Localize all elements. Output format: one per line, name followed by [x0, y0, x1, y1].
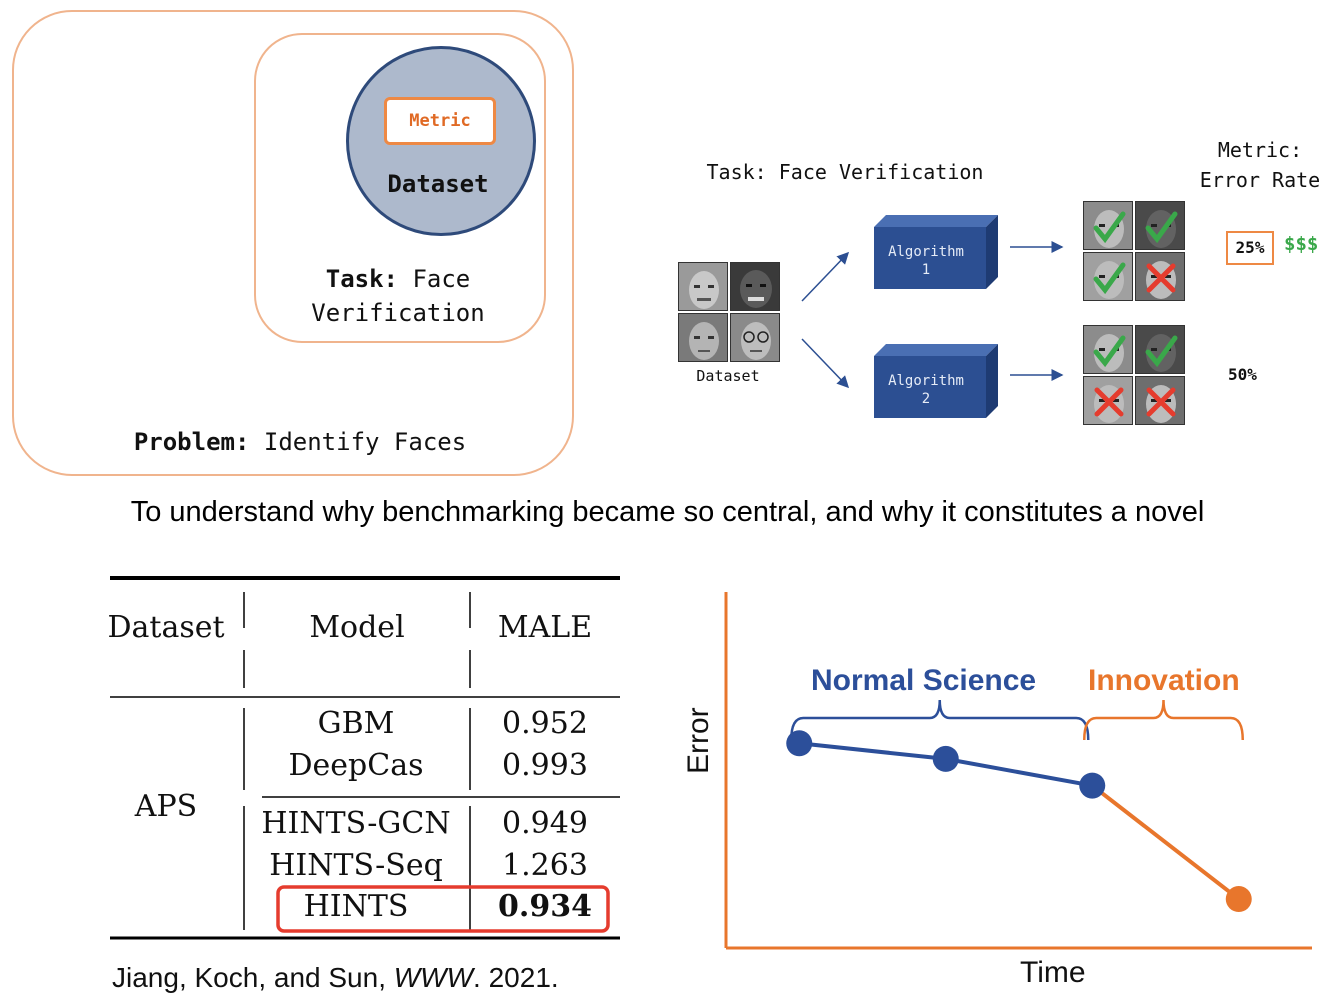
table-header-model: Model: [309, 610, 405, 645]
pipeline-metric-title: Metric: Error Rate: [1180, 135, 1335, 195]
annotation-normal-science: Normal Science: [811, 664, 1037, 697]
table-cell-model: DeepCas: [288, 748, 424, 783]
pipeline-task-title: Task: Face Verification: [706, 160, 984, 184]
data-point: [786, 730, 813, 757]
check-icon: [1093, 262, 1126, 295]
table-cell-male: 0.949: [502, 806, 588, 841]
face-image: [1083, 252, 1133, 301]
dataset-caption: Dataset: [696, 367, 760, 385]
arrow-to-algorithm2: [801, 338, 850, 389]
x-axis-label: Time: [1020, 956, 1086, 989]
check-icon: [1145, 335, 1178, 368]
annotation-brace: [790, 699, 1090, 741]
problem-container: [12, 10, 574, 476]
citation-authors: Jiang, Koch, and Sun,: [112, 962, 394, 993]
task-label: Task: Face Verification: [311, 265, 485, 327]
table-cell-male-highlighted: 0.934: [498, 889, 592, 924]
face-image: [1135, 325, 1185, 374]
algorithm1-label: Algorithm 1: [874, 243, 978, 279]
cross-icon: [1094, 387, 1124, 417]
data-point: [1079, 772, 1106, 799]
check-icon: [1145, 211, 1178, 244]
face-image: [678, 313, 728, 362]
citation-year: . 2021.: [473, 962, 559, 993]
series-line-1: [1091, 783, 1240, 901]
table-cell-male: 0.993: [502, 748, 588, 783]
algorithm1-label-line1: Algorithm: [888, 244, 964, 260]
algorithm2-label-line2: 2: [921, 391, 931, 407]
task-prefix: Task:: [325, 265, 398, 293]
table-cell-dataset: APS: [134, 789, 198, 824]
table-header-dataset: Dataset: [107, 610, 225, 645]
face-image: [1083, 376, 1133, 425]
result1-reward: $$$: [1284, 233, 1319, 255]
table-cell-model: HINTS-GCN: [261, 806, 451, 841]
pipeline-arrows: [801, 241, 1064, 389]
algorithm1-label-line2: 1: [921, 262, 931, 278]
dataset-label: Dataset: [387, 170, 489, 198]
results2-grid: [1083, 325, 1187, 427]
algorithm2-label: Algorithm 2: [874, 372, 978, 408]
check-icon: [1093, 211, 1126, 244]
table-cell-model: GBM: [317, 706, 395, 741]
algorithm1-block: Algorithm 1: [874, 215, 998, 289]
intro-sentence: To understand why benchmarking became so…: [130, 496, 1205, 528]
table-cell-male: 0.952: [502, 706, 588, 741]
cross-icon: [1146, 263, 1176, 293]
citation: Jiang, Koch, and Sun, WWW. 2021.: [112, 962, 559, 994]
results1-grid: [1083, 201, 1187, 303]
arrow-to-algorithm1: [801, 251, 850, 302]
problem-prefix: Problem:: [133, 428, 250, 456]
table-cell-male: 1.263: [502, 848, 588, 883]
face-image: [678, 262, 728, 311]
face-image: [1135, 376, 1185, 425]
face-image: [1135, 252, 1185, 301]
result1-error-rate: 25%: [1226, 231, 1274, 265]
metric-title-line2: Error Rate: [1199, 168, 1321, 192]
check-icon: [1093, 335, 1126, 368]
data-point: [932, 745, 959, 772]
problem-label: Problem: Identify Faces: [60, 428, 540, 456]
task-line2: Verification: [311, 299, 485, 327]
cross-icon: [1146, 387, 1176, 417]
face-image: [1135, 201, 1185, 250]
annotation-brace: [1083, 699, 1244, 741]
face-image: [730, 313, 780, 362]
face-image: [730, 262, 780, 311]
algorithm2-label-line1: Algorithm: [888, 373, 964, 389]
metric-title-line1: Metric:: [1217, 138, 1303, 162]
metric-badge: Metric: [384, 97, 496, 145]
table-rules: [110, 576, 620, 940]
y-axis-label: Error: [682, 707, 715, 774]
table-cell-model: HINTS-Seq: [269, 848, 443, 883]
face-image: [1083, 201, 1133, 250]
algorithm2-block: Algorithm 2: [874, 344, 998, 418]
highlight-box: [276, 885, 610, 933]
face-image: [1083, 325, 1133, 374]
citation-venue: WWW: [393, 962, 474, 993]
problem-value: Identify Faces: [263, 428, 467, 456]
result2-error-rate: 50%: [1228, 365, 1257, 384]
task-container: [254, 33, 546, 343]
annotation-innovation: Innovation: [1088, 664, 1240, 697]
data-point: [1225, 886, 1252, 913]
table-header-male: MALE: [497, 610, 593, 645]
dataset-face-grid: [678, 262, 782, 364]
table-cell-model-highlighted: HINTS: [303, 889, 409, 924]
